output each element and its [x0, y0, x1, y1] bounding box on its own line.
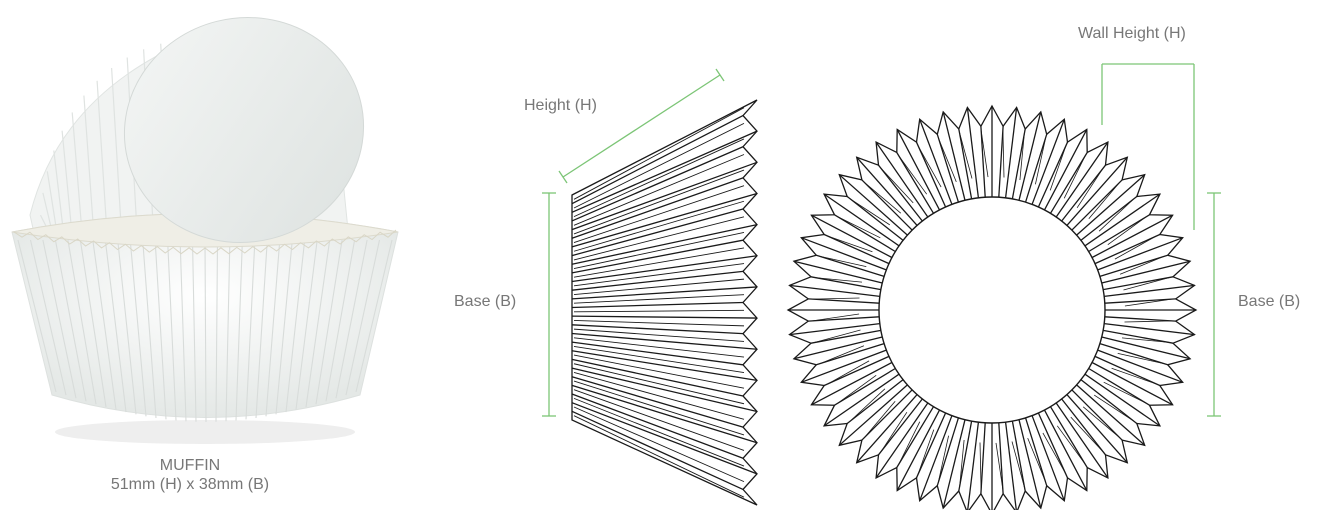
wall-height-label: Wall Height (H)	[1078, 25, 1186, 42]
side-base-label: Base (B)	[454, 293, 517, 310]
height-label: Height (H)	[524, 97, 597, 114]
side-base-measure-line	[542, 192, 556, 417]
wall-height-measure-line	[1101, 63, 1195, 230]
product-dimensions: 51mm (H) x 38mm (B)	[110, 476, 270, 493]
muffin-case-photo	[11, 17, 399, 444]
height-measure-line	[558, 68, 725, 184]
top-view-base-circle	[878, 196, 1106, 424]
side-view-pleats	[571, 99, 758, 506]
product-caption: MUFFIN 51mm (H) x 38mm (B)	[80, 456, 300, 494]
top-view-diagram	[786, 63, 1221, 510]
top-base-measure-line	[1207, 192, 1221, 417]
top-base-label: Base (B)	[1238, 293, 1301, 310]
side-view-diagram	[542, 68, 758, 506]
product-name: MUFFIN	[159, 457, 221, 474]
